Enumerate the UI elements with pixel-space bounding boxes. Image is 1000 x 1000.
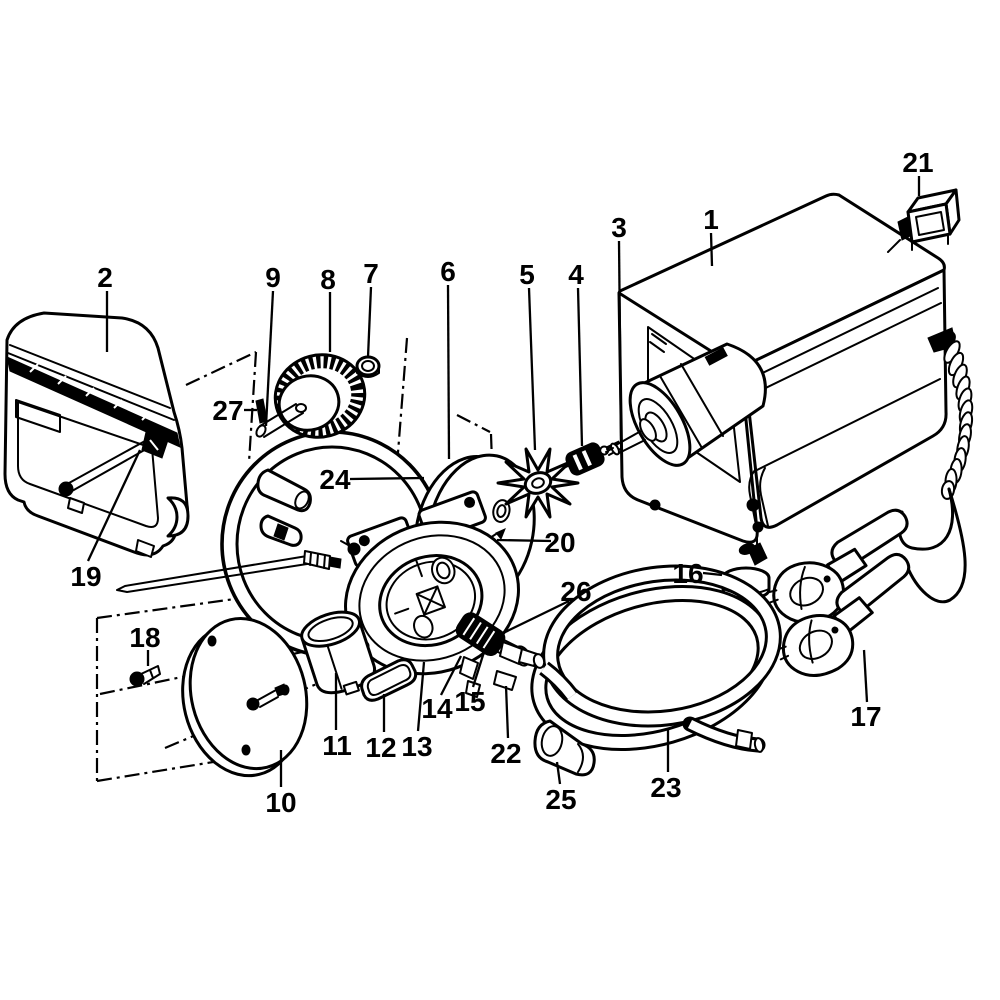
part-label-27: 27 — [212, 395, 243, 426]
cover-screw — [58, 431, 169, 497]
part-label-7: 7 — [363, 258, 379, 289]
part-label-12: 12 — [365, 732, 396, 763]
leader-line-4 — [576, 287, 584, 447]
part-label-14: 14 — [421, 693, 453, 724]
hose-cap — [533, 719, 596, 777]
part-label-16: 16 — [672, 558, 703, 589]
valve-assembly — [455, 612, 546, 698]
part-label-25: 25 — [545, 784, 576, 815]
nozzle-adapters — [256, 468, 312, 547]
leader-line-6 — [446, 284, 451, 460]
leader-line-14 — [439, 655, 463, 696]
power-plug — [887, 188, 961, 253]
battery-clamps — [767, 508, 911, 677]
mount-screw — [129, 665, 161, 687]
leader-line-19 — [86, 449, 142, 562]
motor — [605, 342, 767, 467]
gasket — [360, 658, 418, 702]
part-label-19: 19 — [70, 561, 101, 592]
part-label-13: 13 — [401, 731, 432, 762]
part-label-8: 8 — [320, 264, 336, 295]
part-label-4: 4 — [568, 259, 584, 290]
part-label-10: 10 — [265, 787, 296, 818]
part-label-2: 2 — [97, 262, 113, 293]
part-label-20: 20 — [544, 527, 575, 558]
drive-gear — [255, 353, 367, 439]
cover-hook — [166, 496, 190, 538]
leader-line-5 — [527, 287, 537, 451]
part-label-17: 17 — [850, 701, 881, 732]
motor-coupling — [565, 442, 610, 476]
part-label-26: 26 — [560, 576, 591, 607]
lock-nut — [355, 355, 381, 378]
leader-line-16 — [702, 571, 723, 577]
end-disc — [181, 617, 309, 778]
part-label-5: 5 — [519, 259, 535, 290]
part-label-11: 11 — [322, 730, 352, 761]
part-label-15: 15 — [454, 686, 485, 717]
part-label-6: 6 — [440, 256, 456, 287]
leader-line-1 — [709, 232, 714, 267]
leader-line-7 — [366, 286, 373, 358]
housing — [617, 192, 948, 544]
leader-line-3 — [617, 240, 623, 442]
leader-line-22 — [504, 685, 510, 739]
part-label-21: 21 — [902, 147, 933, 178]
leader-line-25 — [555, 761, 562, 785]
leader-line-24 — [349, 476, 425, 481]
leader-line-17 — [862, 649, 869, 703]
inflation-needle — [116, 550, 342, 593]
leader-line-20 — [496, 538, 552, 543]
part-label-1: 1 — [703, 204, 719, 235]
coiled-cord — [897, 327, 974, 604]
fan-impeller — [496, 447, 580, 519]
part-label-24: 24 — [319, 464, 351, 495]
leader-lines — [86, 176, 921, 787]
leader-line-9 — [264, 290, 275, 427]
part-label-3: 3 — [611, 212, 627, 243]
part-label-22: 22 — [490, 738, 521, 769]
part-label-23: 23 — [650, 772, 681, 803]
leader-line-15 — [471, 651, 486, 688]
part-label-9: 9 — [265, 262, 281, 293]
disc-screw — [246, 683, 288, 711]
leader-line-26 — [496, 599, 570, 638]
cover-lid — [3, 311, 190, 558]
air-hose — [530, 564, 782, 753]
part-label-18: 18 — [129, 622, 160, 653]
leader-line-13 — [416, 661, 426, 732]
